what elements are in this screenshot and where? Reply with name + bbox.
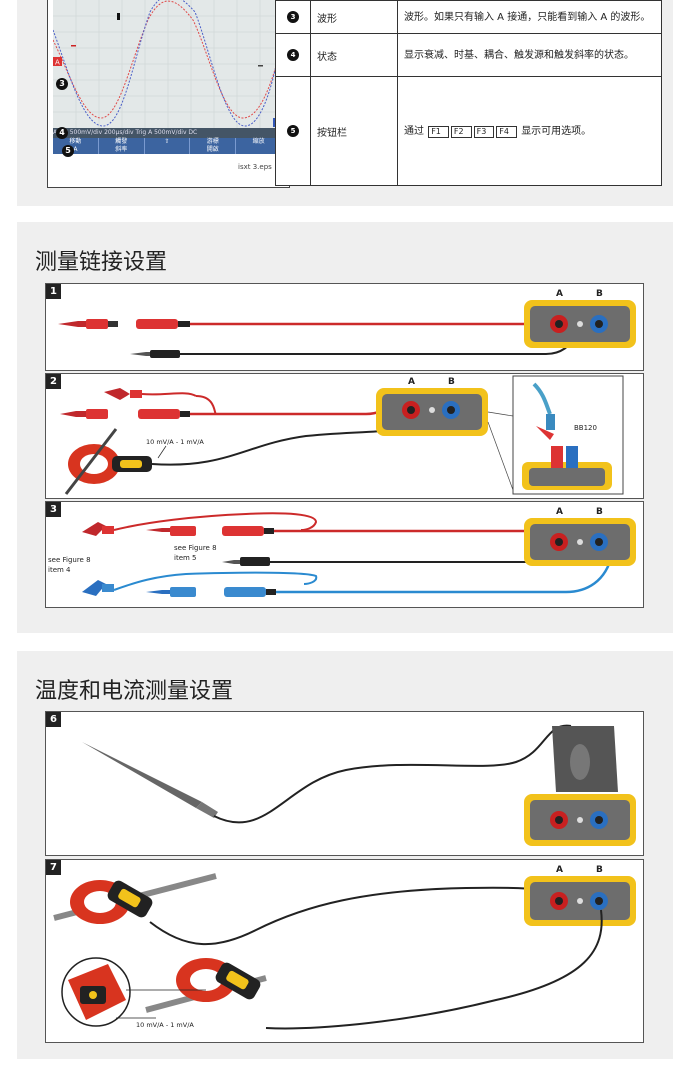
scope-legend-card: A B A DC 500mV/div 200µs/div Trig A 500m… xyxy=(17,0,673,206)
red-probe-icon xyxy=(58,319,190,329)
note-item5-line1: see Figure 8 xyxy=(174,544,217,552)
panel-number: 7 xyxy=(46,860,61,875)
legend-row: 4 状态 显示衰减、时基、耦合、触发源和触发斜率的状态。 xyxy=(275,33,662,77)
input-b-label: B xyxy=(596,289,603,299)
legend-desc: 显示衰减、时基、耦合、触发源和触发斜率的状态。 xyxy=(397,33,662,77)
waveform-plot: A B xyxy=(52,0,283,128)
file-caption: isxt 3.eps xyxy=(238,163,272,171)
fkey-f3: F3 xyxy=(473,125,495,138)
input-b-label: B xyxy=(448,377,455,387)
callout-5: 5 xyxy=(62,145,74,157)
legend-table: 3 波形 波形。如果只有输入 A 接通，只能看到输入 A 的波形。 4 状态 显… xyxy=(275,0,662,186)
black-probe-icon xyxy=(222,557,270,566)
marker-a-text: A xyxy=(55,59,60,67)
red-alligator-clip-icon xyxy=(82,522,114,536)
input-a-label: A xyxy=(556,289,563,299)
temp-current-setup-card: 温度和电流测量设置 6 7 xyxy=(17,651,673,1059)
fkey-f4: F4 xyxy=(496,125,517,138)
temperature-probe-icon xyxy=(82,742,218,818)
current-clamp-icon xyxy=(176,958,261,1002)
input-a-label: A xyxy=(556,865,563,875)
panel-7: 7 A B xyxy=(45,859,644,1043)
instrument-inputs-icon xyxy=(376,388,488,436)
panel-3: 3 see Figure 8 item 5 see Figure 8 i xyxy=(45,501,644,608)
blue-probe-icon xyxy=(146,587,276,597)
connection-setup-card: 测量链接设置 1 xyxy=(17,222,673,633)
input-b-label: B xyxy=(596,507,603,517)
scope-softkey-2: 觸發斜率 xyxy=(99,138,145,154)
legend-num: 5 xyxy=(287,125,299,137)
legend-num: 3 xyxy=(287,11,299,23)
section-title-temp-current: 温度和电流测量设置 xyxy=(35,679,234,704)
current-clamp-icon xyxy=(70,880,153,924)
panel-number: 2 xyxy=(46,374,61,389)
legend-num: 4 xyxy=(287,49,299,61)
waveform-a xyxy=(52,0,283,119)
instrument-inputs-icon xyxy=(524,300,636,348)
legend-name: 波形 xyxy=(310,0,398,34)
instrument-inputs-icon xyxy=(524,518,636,566)
panel-6: 6 xyxy=(45,711,644,856)
clamp-detail-inset xyxy=(61,957,131,1027)
panel-number: 3 xyxy=(46,502,61,517)
blue-alligator-clip-icon xyxy=(82,580,114,596)
scope-softkey-4: 游標開啟 xyxy=(190,138,237,154)
legend-row: 3 波形 波形。如果只有输入 A 接通，只能看到输入 A 的波形。 xyxy=(275,0,662,34)
scope-screen: A B xyxy=(52,0,283,140)
red-probe-icon xyxy=(146,526,274,536)
section-title-connection: 测量链接设置 xyxy=(35,250,168,275)
input-a-label: A xyxy=(408,377,415,387)
instrument-inputs-icon xyxy=(524,794,636,846)
fkey-f1: F1 xyxy=(428,125,449,138)
instrument-inputs-icon xyxy=(524,876,636,926)
waveform-b xyxy=(52,0,283,127)
legend-name: 按钮栏 xyxy=(310,76,398,186)
note-item5-line2: item 5 xyxy=(174,554,197,562)
input-b-label: B xyxy=(596,865,603,875)
legend-desc: 波形。如果只有输入 A 接通，只能看到输入 A 的波形。 xyxy=(397,0,662,34)
panel-number: 6 xyxy=(46,712,61,727)
legend-name: 状态 xyxy=(310,33,398,77)
scope-status-bar: A DC 500mV/div 200µs/div Trig A 500mV/di… xyxy=(53,128,282,138)
panel-2: 2 10 mV/A - 1 m xyxy=(45,373,644,499)
panel-number: 1 xyxy=(46,284,61,299)
input-a-label: A xyxy=(556,507,563,517)
black-probe-icon xyxy=(130,350,180,358)
clamp-range-label: 10 mV/A - 1 mV/A xyxy=(136,1021,194,1029)
red-alligator-clip-icon xyxy=(104,388,142,400)
current-clamp-icon xyxy=(68,444,152,484)
panel-1: 1 A xyxy=(45,283,644,371)
adapter-inset: BB120 xyxy=(487,375,624,495)
red-probe-icon xyxy=(60,409,190,419)
note-item4-line2: item 4 xyxy=(48,566,71,574)
callout-4: 4 xyxy=(56,127,68,139)
adapter-label: BB120 xyxy=(574,424,597,432)
clamp-range-label: 10 mV/A - 1 mV/A xyxy=(146,438,204,446)
scope-softkey-3: ⇧ xyxy=(145,138,191,154)
temperature-adapter-icon xyxy=(552,726,618,792)
note-item4-line1: see Figure 8 xyxy=(48,556,91,564)
fkey-f2: F2 xyxy=(450,125,472,138)
callout-3: 3 xyxy=(56,78,68,90)
